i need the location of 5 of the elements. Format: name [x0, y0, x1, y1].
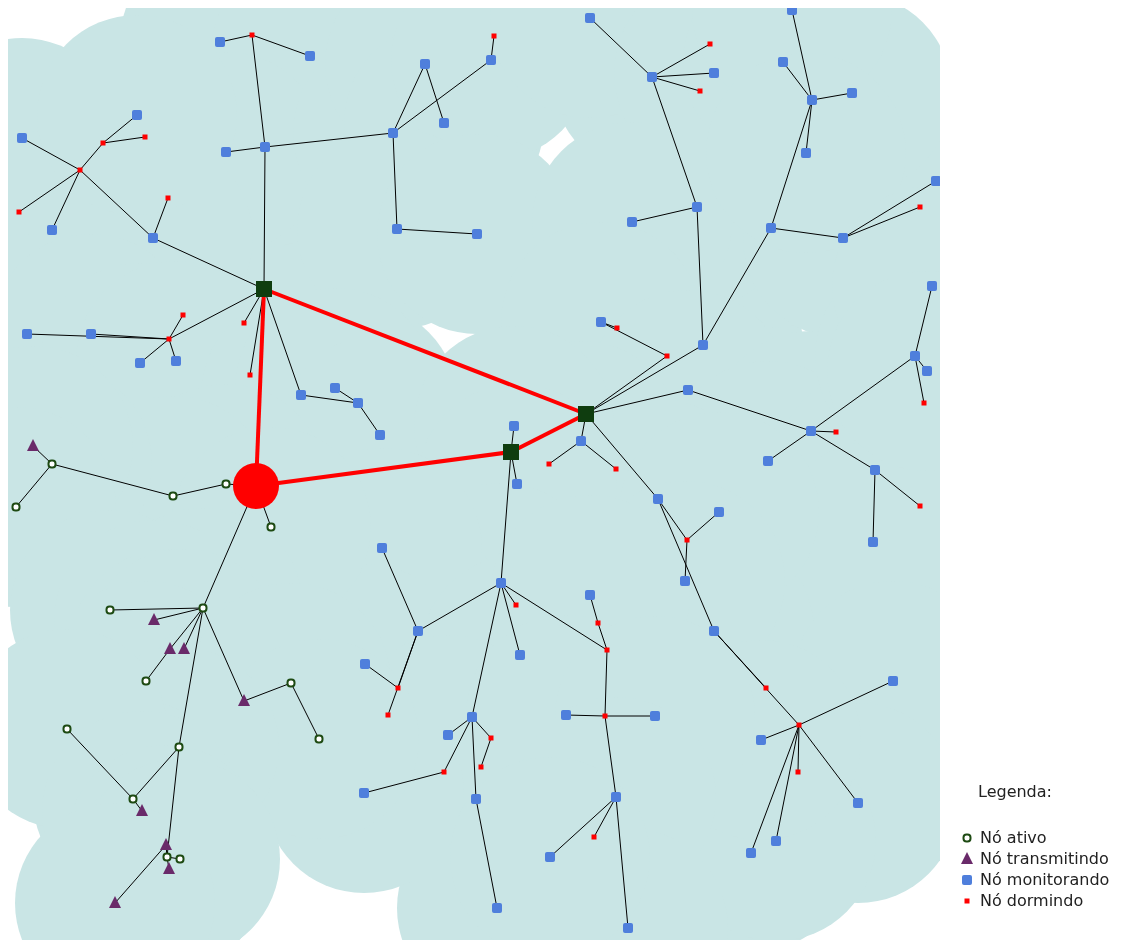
legend-label: Nó dormindo	[980, 891, 1084, 910]
legend-title: Legenda:	[978, 782, 1053, 801]
legend-label: Nó ativo	[980, 828, 1047, 847]
legend-label: Nó transmitindo	[980, 849, 1109, 868]
legend-label: Nó monitorando	[980, 870, 1110, 889]
